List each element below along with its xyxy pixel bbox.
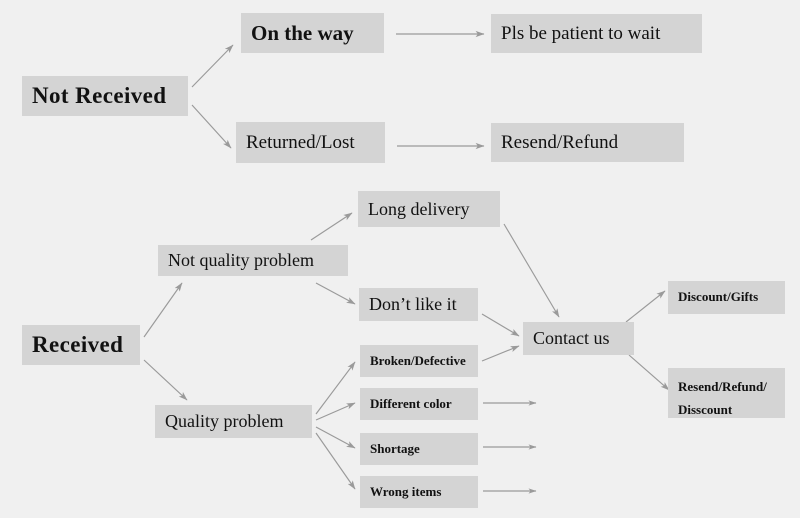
node-contact-us[interactable]: Contact us — [523, 322, 634, 355]
edge-received-to-quality-problem — [143, 359, 188, 401]
node-wrong-items[interactable]: Wrong items — [360, 476, 478, 508]
edge-not-received-to-returned-lost — [191, 104, 232, 149]
node-quality-problem[interactable]: Quality problem — [155, 405, 312, 438]
edge-quality-problem-to-wrong-items — [315, 432, 356, 490]
edge-received-to-not-quality-problem — [143, 282, 183, 338]
edge-contact-us-to-discount-gifts — [625, 290, 666, 323]
node-label: Different color — [370, 395, 452, 411]
node-label: Not quality problem — [168, 250, 314, 271]
node-label: Discount/Gifts — [678, 289, 759, 305]
node-label: Broken/Defective — [370, 352, 466, 368]
node-label: On the way — [251, 20, 354, 45]
edge-quality-problem-to-shortage — [315, 426, 356, 449]
edge-not-quality-problem-to-dont-like-it — [315, 282, 356, 305]
node-label: Resend/Refund/ Disscount — [678, 379, 767, 417]
node-returned-lost[interactable]: Returned/Lost — [236, 122, 385, 163]
node-long-delivery[interactable]: Long delivery — [358, 191, 500, 227]
node-label: Shortage — [370, 440, 420, 456]
node-label: Received — [32, 331, 124, 357]
node-label: Contact us — [533, 328, 610, 349]
node-pls-be-patient-to-wait[interactable]: Pls be patient to wait — [491, 14, 702, 53]
node-label: Long delivery — [368, 198, 470, 219]
node-label: Not Received — [32, 82, 167, 108]
edge-quality-problem-to-different-color — [315, 402, 356, 421]
node-label: Resend/Refund — [501, 131, 619, 153]
node-different-color[interactable]: Different color — [360, 388, 478, 420]
node-received[interactable]: Received — [22, 325, 140, 365]
node-dont-like-it[interactable]: Don’t like it — [359, 288, 478, 321]
edge-broken-defective-to-contact-us — [481, 345, 520, 362]
node-shortage[interactable]: Shortage — [360, 433, 478, 465]
node-label: Don’t like it — [369, 294, 457, 315]
edge-not-received-to-on-the-way — [191, 44, 234, 88]
node-label: Pls be patient to wait — [501, 22, 661, 44]
node-discount-gifts[interactable]: Discount/Gifts — [668, 281, 785, 314]
edge-long-delivery-to-contact-us — [503, 223, 560, 318]
node-label: Wrong items — [370, 483, 442, 499]
edge-dont-like-it-to-contact-us — [481, 313, 520, 337]
node-label: Quality problem — [165, 411, 284, 432]
edge-quality-problem-to-broken-defective — [315, 361, 356, 415]
node-broken-defective[interactable]: Broken/Defective — [360, 345, 478, 377]
node-resend-refund-disscount[interactable]: Resend/Refund/ Disscount — [668, 368, 785, 418]
node-not-quality-problem[interactable]: Not quality problem — [158, 245, 348, 276]
edge-not-quality-problem-to-long-delivery — [310, 212, 353, 241]
node-on-the-way[interactable]: On the way — [241, 13, 384, 53]
edge-contact-us-to-resend-refund-disscount — [628, 354, 670, 391]
node-not-received[interactable]: Not Received — [22, 76, 188, 116]
node-resend-refund[interactable]: Resend/Refund — [491, 123, 684, 162]
node-label: Returned/Lost — [246, 131, 355, 153]
